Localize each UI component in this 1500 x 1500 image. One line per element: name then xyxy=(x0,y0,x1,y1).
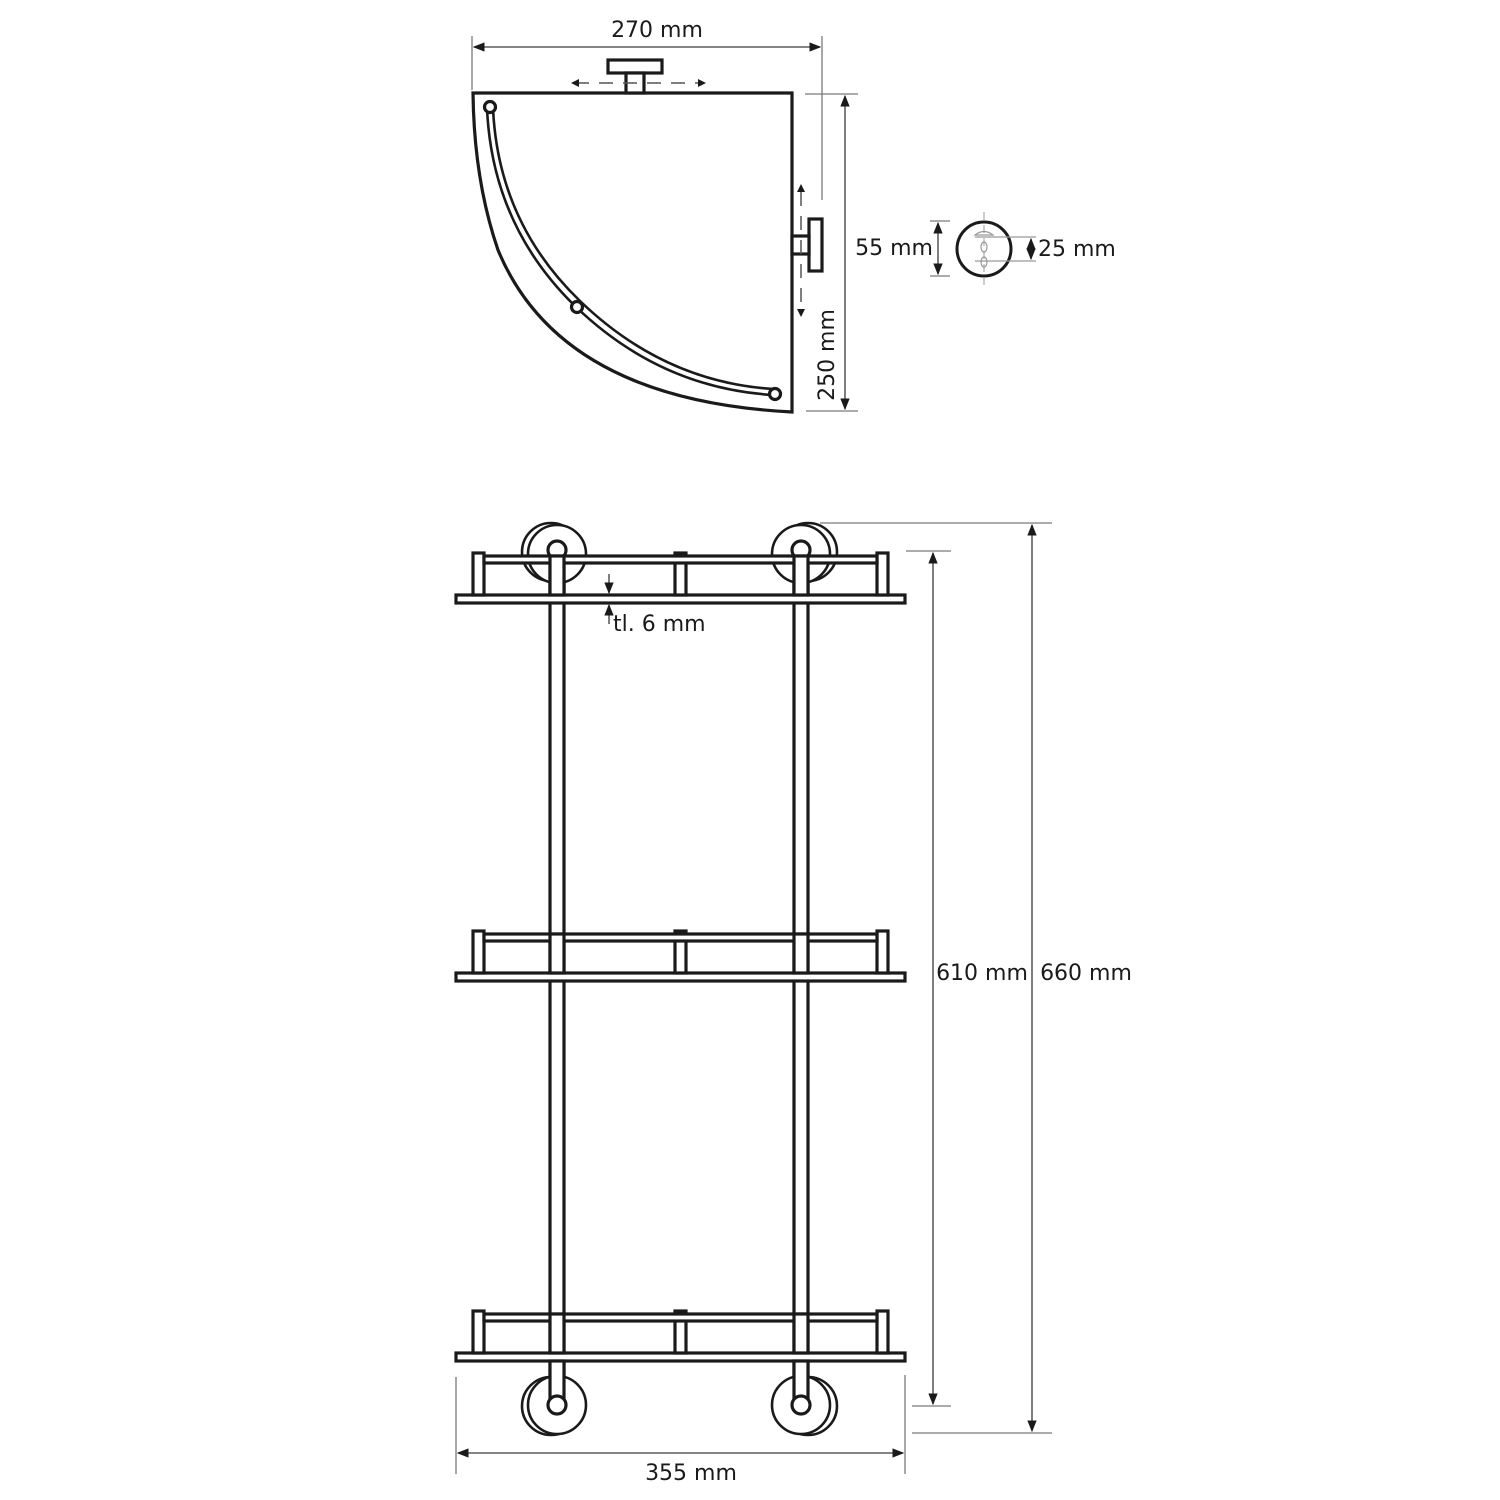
top-view: 270 mm 250 mm xyxy=(471,18,858,414)
top-depth-label: 250 mm xyxy=(815,309,840,401)
shelf-bottom xyxy=(454,1309,907,1363)
shelf-middle xyxy=(454,929,907,983)
bottom-rosettes xyxy=(520,1359,839,1437)
inner-height-label: 610 mm xyxy=(936,961,1028,986)
total-width-label: 355 mm xyxy=(645,1461,737,1486)
top-wall-mount xyxy=(606,58,664,75)
side-wall-mount xyxy=(807,217,824,273)
shelf-top xyxy=(454,551,907,605)
mount-detail: 55 mm 25 mm xyxy=(855,212,1116,290)
total-height-label: 660 mm xyxy=(1040,961,1132,986)
rail-mid-post xyxy=(569,299,585,315)
curved-rail xyxy=(485,107,774,397)
hole-spacing-label: 25 mm xyxy=(1038,237,1116,262)
glass-shelf-outline xyxy=(471,91,794,414)
front-view: tl. 6 mm 610 mm 660 mm 355 mm xyxy=(454,521,1132,1486)
rail-end-cap xyxy=(767,386,783,402)
rosette-diameter-label: 55 mm xyxy=(855,236,933,261)
top-width-label: 270 mm xyxy=(611,18,703,43)
rosette-icon xyxy=(955,220,1013,278)
glass-thickness-label: tl. 6 mm xyxy=(613,612,706,637)
rail-end-cap xyxy=(482,99,498,115)
